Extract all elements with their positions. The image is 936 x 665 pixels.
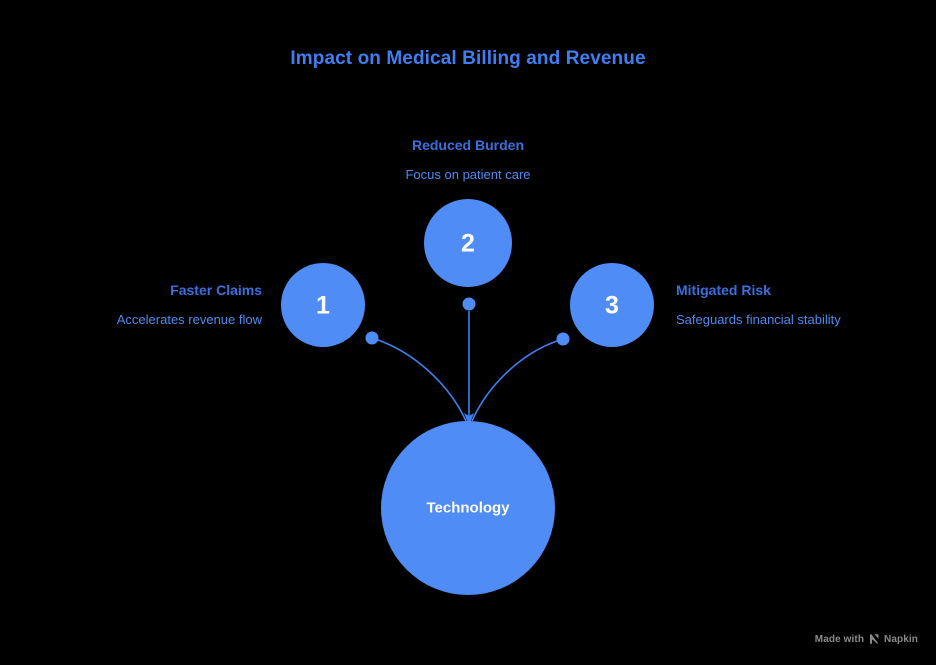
page-title: Impact on Medical Billing and Revenue — [290, 48, 646, 69]
hub-circle-technology[interactable] — [381, 421, 555, 595]
connector-group — [377, 311, 558, 422]
napkin-logo-icon — [868, 633, 880, 645]
napkin-watermark[interactable]: Made with Napkin — [815, 633, 918, 645]
node-caption-subtitle-1: Accelerates revenue flow — [116, 312, 262, 327]
connector-right — [471, 340, 558, 422]
node-circle-1[interactable] — [281, 263, 365, 347]
node-caption-title-2: Reduced Burden — [411, 137, 524, 153]
node-caption-2: Reduced Burden Focus on patient care — [0, 136, 936, 184]
connector-arrowhead — [464, 413, 474, 426]
node-circle-3[interactable] — [570, 263, 654, 347]
watermark-prefix: Made with — [814, 633, 865, 645]
connector-dot-middle — [462, 297, 476, 311]
node-caption-3: Mitigated Risk Safeguards financial stab… — [676, 281, 841, 329]
node-caption-1: Faster Claims Accelerates revenue flow — [117, 281, 262, 329]
node-circle-2[interactable] — [424, 199, 512, 287]
node-caption-title-3: Mitigated Risk — [676, 282, 771, 298]
node-caption-title-1: Faster Claims — [170, 282, 262, 298]
connector-dot-right — [556, 332, 570, 346]
connector-dot-left — [365, 331, 379, 345]
watermark-brand: Napkin — [884, 633, 918, 645]
node-caption-subtitle-2: Focus on patient care — [405, 167, 531, 182]
node-caption-subtitle-3: Safeguards financial stability — [676, 312, 841, 327]
connector-left — [377, 339, 467, 422]
